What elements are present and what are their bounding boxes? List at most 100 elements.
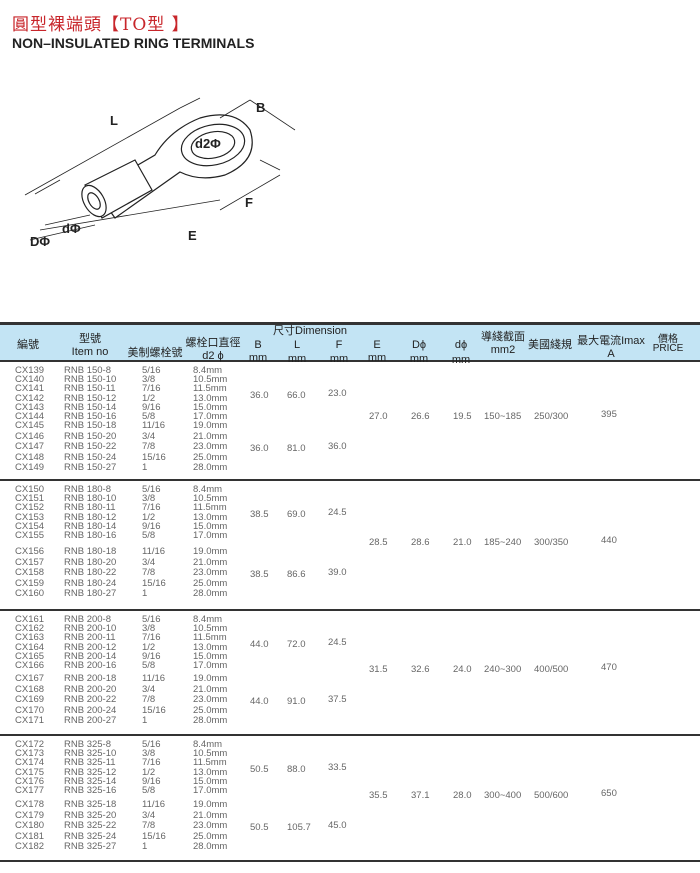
stud-diameter: 15.0mm xyxy=(193,776,228,787)
stud-diameter: 15.0mm xyxy=(193,521,228,532)
stud-size: 7/16 xyxy=(142,757,161,768)
stud-size: 1/2 xyxy=(142,393,156,404)
item-code: CX149 xyxy=(15,462,45,473)
header-f: F xyxy=(335,339,343,351)
awg: 500/600 xyxy=(534,790,569,801)
stud-diameter: 21.0mm xyxy=(193,557,228,568)
stud-size: 7/8 xyxy=(142,441,156,452)
stud-size: 1/2 xyxy=(142,642,156,653)
dim-l: 88.0 xyxy=(287,764,306,775)
stud-diameter: 11.5mm xyxy=(193,502,227,513)
item-code: CX163 xyxy=(15,632,45,643)
item-number: RNB 180-27 xyxy=(64,588,117,599)
dim-outer-d: 26.6 xyxy=(411,411,430,422)
item-number: RNB 200-11 xyxy=(64,632,116,643)
dim-b: 38.5 xyxy=(250,569,269,580)
wire-section: 185~240 xyxy=(484,537,522,548)
stud-diameter: 11.5mm xyxy=(193,757,227,768)
dim-b: 50.5 xyxy=(250,822,269,833)
dim-b: 50.5 xyxy=(250,764,269,775)
stud-diameter: 19.0mm xyxy=(193,546,228,557)
item-number: RNB 200-14 xyxy=(64,651,117,662)
dim-b: 36.0 xyxy=(250,390,269,401)
header-inner-d: dϕ xyxy=(454,339,468,351)
item-number: RNB 200-24 xyxy=(64,705,117,716)
item-code: CX161 xyxy=(15,614,45,625)
max-current: 440 xyxy=(601,535,617,546)
header-code: 編號 xyxy=(17,339,39,351)
item-code: CX147 xyxy=(15,441,45,452)
stud-diameter: 17.0mm xyxy=(193,785,228,796)
max-current: 650 xyxy=(601,788,617,799)
header-d2: d2 ϕ xyxy=(202,350,224,362)
item-number: RNB 150-12 xyxy=(64,393,117,404)
stud-size: 7/8 xyxy=(142,567,156,578)
item-code: CX146 xyxy=(15,431,45,442)
stud-size: 7/8 xyxy=(142,694,156,705)
item-code: CX174 xyxy=(15,757,45,768)
stud-diameter: 8.4mm xyxy=(193,365,223,376)
item-code: CX177 xyxy=(15,785,45,796)
table-header: 尺寸Dimension 編號 型號 Item no 美制螺栓號 螺栓口直徑 d2… xyxy=(0,322,700,366)
wire-section: 240~300 xyxy=(484,664,522,675)
item-code: CX156 xyxy=(15,546,45,557)
stud-size: 5/16 xyxy=(142,614,161,625)
item-number: RNB 180-18 xyxy=(64,546,117,557)
item-number: RNB 150-27 xyxy=(64,462,117,473)
stud-diameter: 11.5mm xyxy=(193,383,227,394)
item-number: RNB 180-12 xyxy=(64,512,117,523)
item-number: RNB 150-24 xyxy=(64,452,117,463)
stud-diameter: 23.0mm xyxy=(193,820,228,831)
item-code: CX171 xyxy=(15,715,45,726)
dim-e: 31.5 xyxy=(369,664,388,675)
stud-diameter: 8.4mm xyxy=(193,739,223,750)
stud-size: 3/4 xyxy=(142,810,156,821)
page-title-chinese: 圓型裸端頭【TO型 】 xyxy=(12,15,190,35)
header-imax-unit: A xyxy=(607,348,615,360)
dimension-label-e: E xyxy=(188,228,197,243)
stud-diameter: 25.0mm xyxy=(193,831,228,842)
stud-diameter: 19.0mm xyxy=(193,673,228,684)
item-number: RNB 150-8 xyxy=(64,365,111,376)
item-code: CX157 xyxy=(15,557,45,568)
stud-diameter: 21.0mm xyxy=(193,431,228,442)
dim-f: 36.0 xyxy=(328,441,347,452)
stud-size: 5/16 xyxy=(142,739,161,750)
item-number: RNB 180-14 xyxy=(64,521,117,532)
header-price-cn: 價格 xyxy=(658,334,678,345)
item-code: CX150 xyxy=(15,484,45,495)
item-number: RNB 200-8 xyxy=(64,614,111,625)
stud-size: 1 xyxy=(142,841,148,852)
item-number: RNB 180-16 xyxy=(64,530,117,541)
dim-outer-d: 28.6 xyxy=(411,537,430,548)
header-awg: 美國綫規 xyxy=(528,339,572,351)
stud-diameter: 10.5mm xyxy=(193,374,228,385)
stud-size: 7/16 xyxy=(142,502,161,513)
header-imax: 最大電流Imax xyxy=(577,335,645,347)
stud-diameter: 10.5mm xyxy=(193,493,228,504)
stud-diameter: 17.0mm xyxy=(193,411,228,422)
item-code: CX175 xyxy=(15,767,45,778)
item-number: RNB 150-16 xyxy=(64,411,117,422)
item-code: CX142 xyxy=(15,393,45,404)
stud-size: 9/16 xyxy=(142,651,161,662)
header-price: PRICE xyxy=(652,343,684,354)
stud-diameter: 11.5mm xyxy=(193,632,227,643)
item-number: RNB 180-20 xyxy=(64,557,117,568)
header-dimension: 尺寸Dimension xyxy=(273,325,347,337)
item-number: RNB 150-20 xyxy=(64,431,117,442)
stud-size: 7/8 xyxy=(142,820,156,831)
header-wire: mm2 xyxy=(490,344,516,356)
item-code: CX152 xyxy=(15,502,45,513)
stud-diameter: 13.0mm xyxy=(193,512,228,523)
stud-size: 11/16 xyxy=(142,799,166,810)
dim-f: 23.0 xyxy=(328,388,347,399)
item-number: RNB 180-11 xyxy=(64,502,116,513)
stud-size: 3/4 xyxy=(142,431,156,442)
stud-diameter: 13.0mm xyxy=(193,393,228,404)
item-number: RNB 200-12 xyxy=(64,642,117,653)
item-code: CX139 xyxy=(15,365,45,376)
